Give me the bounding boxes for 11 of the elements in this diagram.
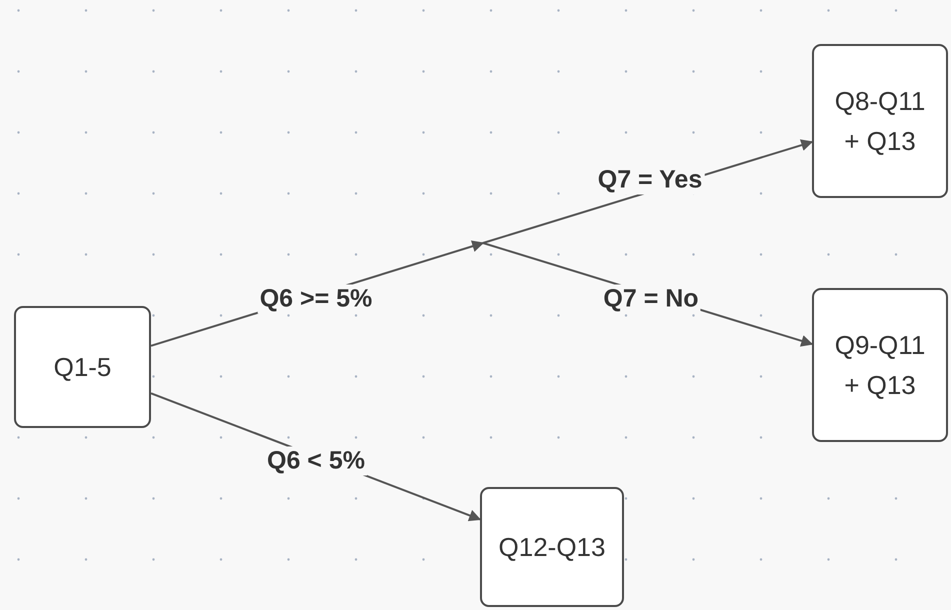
box-label: Q12-Q13	[498, 531, 606, 564]
box-label: Q1-5	[54, 351, 112, 384]
edge-label: Q6 >= 5%	[258, 284, 374, 314]
process-box	[14, 306, 151, 428]
process-box	[812, 44, 948, 198]
box-label: Q9-Q11 + Q13	[834, 329, 926, 402]
process-box	[480, 487, 624, 607]
edge-label: Q6 < 5%	[265, 446, 367, 476]
process-box	[812, 288, 948, 442]
edge-label: Q7 = No	[601, 284, 701, 314]
box-label: Q8-Q11 + Q13	[834, 85, 926, 158]
